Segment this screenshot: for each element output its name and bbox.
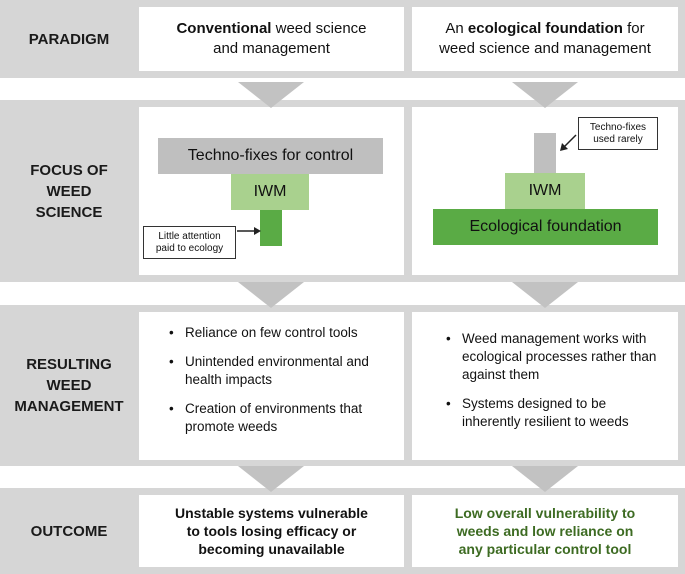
iwm-label-left: IWM — [253, 183, 287, 200]
techno-fixes-label: Techno-fixes for control — [187, 147, 354, 164]
outcome-right-line1: Low overall vulnerability to — [454, 505, 636, 521]
management-right-cell: Weed management works with ecological pr… — [412, 312, 678, 460]
list-item: Unintended environmental and health impa… — [169, 353, 394, 389]
callout-little-attention: Little attention paid to ecology — [143, 226, 236, 259]
management-right-list: Weed management works with ecological pr… — [444, 330, 664, 431]
callout-used-rarely: Techno-fixes used rarely — [578, 117, 658, 150]
outcome-left-cell: Unstable systems vulnerable to tools los… — [139, 495, 404, 567]
header-ecological-line2: weed science and management — [439, 40, 651, 57]
row-label-resulting-line3: MANAGEMENT — [14, 398, 124, 415]
down-arrow-icon — [238, 82, 304, 108]
callout-left-line2: paid to ecology — [155, 242, 224, 254]
down-arrow-icon — [238, 282, 304, 308]
header-ecological: An ecological foundation for weed scienc… — [412, 7, 678, 71]
callout-left-pointer — [237, 227, 261, 235]
row-label-focus-line2: WEED — [46, 182, 92, 200]
row-label-focus: FOCUS OF WEED SCIENCE — [0, 100, 138, 282]
list-item: Reliance on few control tools — [169, 324, 394, 342]
down-arrow-icon — [512, 282, 578, 308]
row-label-focus-line1: FOCUS OF — [30, 161, 108, 179]
outcome-left-line3: becoming unavailable — [198, 541, 345, 557]
ecological-foundation-block: Ecological foundation — [433, 209, 658, 245]
list-item: Creation of environments that promote we… — [169, 400, 394, 436]
outcome-left-line1: Unstable systems vulnerable — [175, 505, 368, 521]
list-item: Systems designed to be inherently resili… — [446, 395, 664, 431]
callout-left-line1: Little attention — [158, 230, 221, 242]
outcome-right-line3: any particular control tool — [458, 541, 632, 557]
list-item: Weed management works with ecological pr… — [446, 330, 664, 384]
ecological-foundation-label: Ecological foundation — [469, 218, 622, 235]
header-ecological-post: for — [622, 20, 645, 37]
ecology-block-small — [260, 210, 282, 246]
techno-fixes-rare-block — [534, 133, 556, 173]
down-arrow-icon — [512, 466, 578, 492]
management-left-list: Reliance on few control tools Unintended… — [167, 324, 394, 436]
down-arrow-icon — [238, 466, 304, 492]
header-conventional-bold: Conventional — [176, 20, 272, 37]
callout-right-line1: Techno-fixes — [589, 121, 647, 133]
iwm-block-right: IWM — [505, 173, 585, 209]
row-label-paradigm-text: PARADIGM — [28, 30, 110, 48]
outcome-left-line2: to tools losing efficacy or — [186, 523, 357, 539]
techno-fixes-block: Techno-fixes for control — [158, 138, 383, 174]
row-label-resulting-line1: RESULTING — [26, 356, 112, 373]
row-label-resulting: RESULTING WEED MANAGEMENT — [0, 305, 138, 466]
header-ecological-bold: ecological foundation — [467, 20, 623, 37]
row-label-paradigm: PARADIGM — [0, 0, 138, 78]
down-arrow-icon — [512, 82, 578, 108]
row-label-focus-line3: SCIENCE — [35, 203, 103, 221]
row-label-resulting-line2: WEED — [46, 377, 92, 394]
management-left-cell: Reliance on few control tools Unintended… — [139, 312, 404, 460]
header-conventional-rest: weed science — [271, 20, 367, 37]
row-label-outcome-text: OUTCOME — [30, 522, 108, 540]
row-label-outcome: OUTCOME — [0, 488, 138, 574]
iwm-label-right: IWM — [528, 182, 562, 199]
header-conventional-line2: and management — [213, 40, 330, 57]
callout-right-pointer — [560, 134, 577, 151]
header-conventional: Conventional weed science and management — [139, 7, 404, 71]
header-ecological-pre: An — [445, 20, 468, 37]
outcome-right-line2: weeds and low reliance on — [456, 523, 634, 539]
outcome-right-cell: Low overall vulnerability to weeds and l… — [412, 495, 678, 567]
callout-right-line2: used rarely — [593, 133, 643, 145]
iwm-block-left: IWM — [231, 174, 309, 210]
